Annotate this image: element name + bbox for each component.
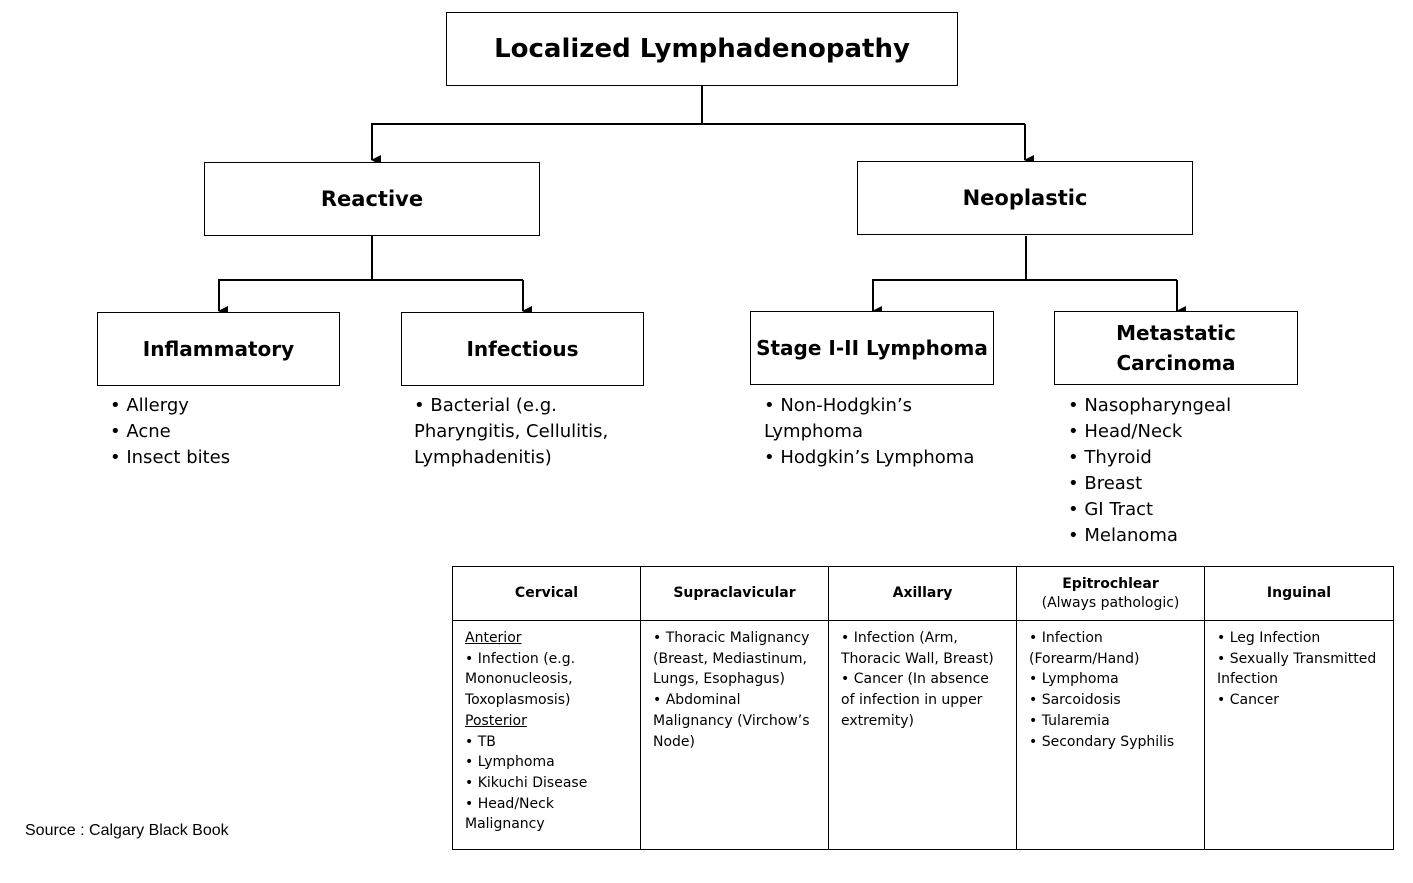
header-label: Inguinal: [1266, 585, 1332, 601]
list-item: Breast: [1068, 471, 1288, 497]
cell-inguinal: • Leg Infection • Sexually Transmitted I…: [1204, 620, 1394, 850]
list-item: • Leg Infection: [1217, 630, 1321, 646]
header-label: Cervical: [514, 585, 579, 601]
list-item: Melanoma: [1068, 523, 1288, 549]
header-inguinal: Inguinal: [1204, 566, 1394, 621]
infectious-node: Infectious: [401, 312, 644, 386]
list-item: Acne: [110, 419, 330, 445]
infectious-list: Bacterial (e.g. Pharyngitis, Cellulitis,…: [414, 393, 629, 471]
cell-axillary: • Infection (Arm, Thoracic Wall, Breast)…: [828, 620, 1017, 850]
cell-supraclavicular: • Thoracic Malignancy (Breast, Mediastin…: [640, 620, 829, 850]
title-label: Localized Lymphadenopathy: [494, 34, 910, 64]
header-label: Epitrochlear: [1062, 575, 1159, 592]
list-item: • Cancer: [1217, 692, 1280, 709]
neoplastic-node: Neoplastic: [857, 161, 1193, 235]
list-item: Bacterial (e.g. Pharyngitis, Cellulitis,…: [414, 393, 629, 471]
metastatic-node: Metastatic Carcinoma: [1054, 311, 1298, 385]
list-item: • Infection (e.g. Mononucleosis, Toxopla…: [465, 650, 576, 709]
lymphoma-label: Stage I-II Lymphoma: [756, 336, 988, 360]
list-item: • Cancer (In absence of infection in upp…: [841, 671, 989, 729]
infectious-label: Infectious: [466, 337, 579, 361]
header-cervical: Cervical: [452, 566, 641, 621]
list-item: • Sarcoidosis: [1029, 692, 1121, 709]
lymphoma-node: Stage I-II Lymphoma: [750, 311, 994, 385]
header-label: Supraclavicular: [673, 585, 796, 601]
list-item: Head/Neck: [1068, 419, 1288, 445]
reactive-node: Reactive: [204, 162, 540, 236]
list-item: • Infection (Forearm/Hand): [1029, 630, 1140, 667]
table-header-row: Cervical Supraclavicular Axillary Epitro…: [452, 566, 1394, 621]
list-item: Nasopharyngeal: [1068, 393, 1288, 419]
inflammatory-list: Allergy Acne Insect bites: [110, 393, 330, 471]
list-item: • Head/Neck Malignancy: [465, 795, 554, 833]
header-label: Axillary: [892, 585, 953, 601]
anterior-heading: Anterior: [465, 630, 522, 646]
posterior-heading: Posterior: [465, 712, 527, 729]
list-item: Non-Hodgkin’s Lymphoma: [764, 393, 979, 445]
lymph-node-sites-table: Cervical Supraclavicular Axillary Epitro…: [452, 566, 1394, 850]
list-item: GI Tract: [1068, 497, 1288, 523]
list-item: • Lymphoma: [1029, 671, 1119, 688]
header-subtitle: (Always pathologic): [1041, 594, 1180, 611]
cell-epitrochlear: • Infection (Forearm/Hand) • Lymphoma • …: [1016, 620, 1205, 850]
list-item: • TB: [465, 733, 496, 750]
header-supraclavicular: Supraclavicular: [640, 566, 829, 621]
inflammatory-node: Inflammatory: [97, 312, 340, 386]
list-item: Thyroid: [1068, 445, 1288, 471]
list-item: • Sexually Transmitted Infection: [1217, 650, 1377, 688]
list-item: • Tularemia: [1029, 712, 1110, 729]
header-axillary: Axillary: [828, 566, 1017, 621]
list-item: • Thoracic Malignancy (Breast, Mediastin…: [653, 630, 810, 688]
metastatic-label: Metastatic Carcinoma: [1116, 321, 1236, 375]
inflammatory-label: Inflammatory: [142, 337, 295, 361]
list-item: • Kikuchi Disease: [465, 774, 588, 791]
list-item: Hodgkin’s Lymphoma: [764, 445, 979, 471]
list-item: • Secondary Syphilis: [1029, 733, 1175, 750]
table-row: Anterior • Infection (e.g. Mononucleosis…: [452, 620, 1394, 850]
list-item: • Lymphoma: [465, 754, 555, 771]
lymphoma-list: Non-Hodgkin’s Lymphoma Hodgkin’s Lymphom…: [764, 393, 979, 471]
neoplastic-label: Neoplastic: [962, 186, 1088, 210]
list-item: Allergy: [110, 393, 330, 419]
title-node: Localized Lymphadenopathy: [446, 12, 958, 86]
list-item: Insect bites: [110, 445, 330, 471]
cell-cervical: Anterior • Infection (e.g. Mononucleosis…: [452, 620, 641, 850]
reactive-label: Reactive: [320, 187, 424, 211]
metastatic-list: Nasopharyngeal Head/Neck Thyroid Breast …: [1068, 393, 1288, 549]
list-item: • Abdominal Malignancy (Virchow’s Node): [653, 692, 810, 750]
source-citation: Source : Calgary Black Book: [25, 822, 229, 839]
header-epitrochlear: Epitrochlear (Always pathologic): [1016, 566, 1205, 621]
list-item: • Infection (Arm, Thoracic Wall, Breast): [841, 630, 994, 667]
